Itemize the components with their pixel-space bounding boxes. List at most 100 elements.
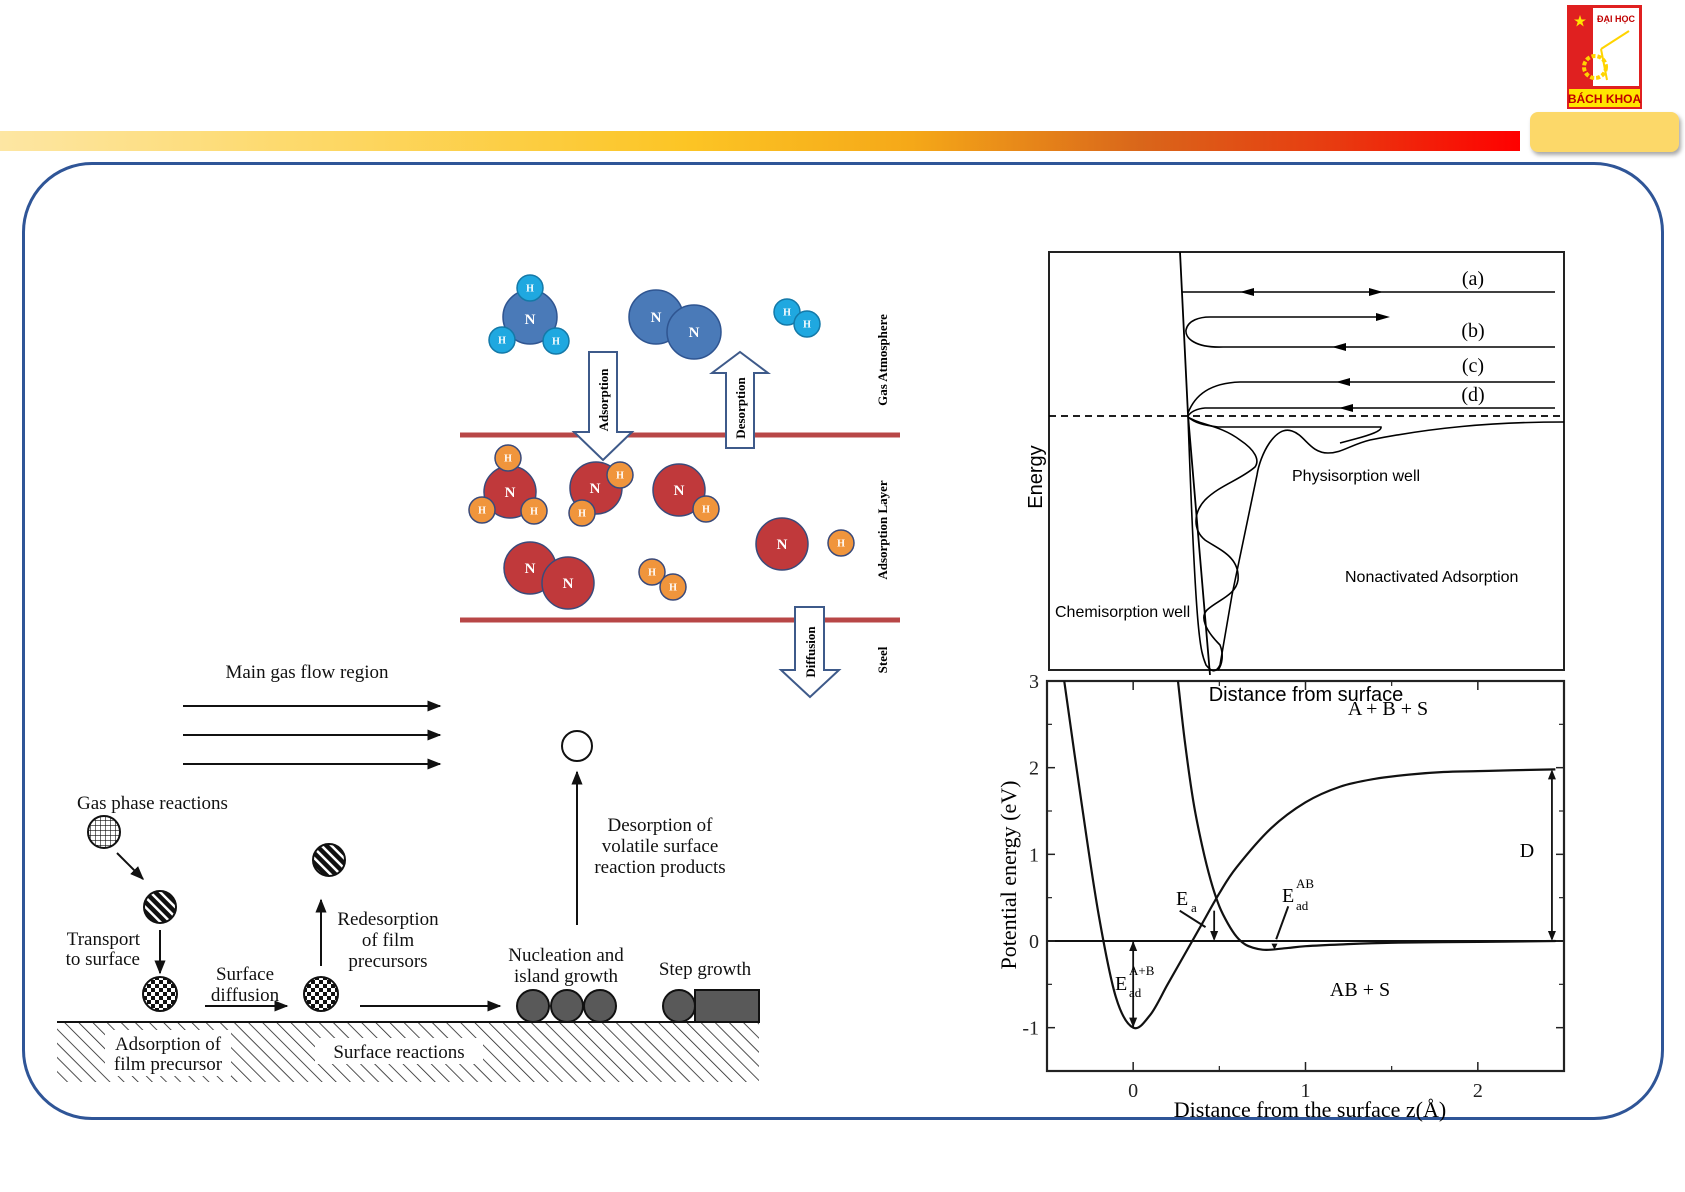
arrow-head (1129, 1017, 1138, 1028)
svg-text:Adsorption: Adsorption (596, 368, 611, 432)
svg-text:ad: ad (1129, 985, 1142, 1000)
nucleation-label-1: Nucleation and (508, 945, 624, 966)
y-axis-label: Potential energy (eV) (996, 781, 1021, 970)
svg-text:H: H (702, 505, 710, 516)
transport-label-2: to surface (66, 949, 140, 970)
adsorbed-nh: N H (652, 463, 720, 523)
trajectory-label-c: (c) (1462, 355, 1484, 377)
svg-text:N: N (590, 481, 601, 497)
svg-text:E: E (1282, 885, 1294, 907)
surface-reactions-label: Surface reactions (333, 1042, 464, 1063)
svg-text:H: H (616, 471, 624, 482)
adsorbed-n: N (755, 517, 809, 571)
svg-text:N: N (525, 561, 536, 577)
layer-label-gas: Gas Atmosphere (875, 314, 890, 406)
svg-text:N: N (689, 325, 700, 341)
ea-pointer (1179, 909, 1207, 928)
trajectory-label-d: (d) (1461, 384, 1484, 406)
diffused-precursor-particle (303, 976, 339, 1012)
nucleation-islands (516, 989, 617, 1023)
surface-diffusion-label-1: Surface (216, 964, 274, 985)
gas-nh3-molecule: N H H H (488, 274, 570, 355)
desorption-label-3: reaction products (594, 857, 725, 878)
svg-text:H: H (803, 320, 811, 331)
arrow-head (1210, 931, 1219, 941)
series-a-b-s-curve (1063, 680, 1556, 1030)
nonactivated-label: Nonactivated Adsorption (1345, 569, 1518, 586)
chemisorption-label: Chemisorption well (1055, 604, 1190, 621)
physisorption-label: Physisorption well (1292, 468, 1420, 485)
svg-text:ad: ad (1296, 898, 1309, 913)
svg-text:AB: AB (1296, 876, 1314, 891)
svg-text:N: N (525, 312, 536, 328)
svg-text:H: H (783, 308, 791, 319)
svg-text:Desorption: Desorption (733, 377, 748, 439)
potential-energy-curve (1187, 416, 1565, 672)
header-gradient-bar (0, 131, 1520, 151)
adsorption-label-2: film precursor (114, 1054, 223, 1075)
x-axis-label: Distance from the surface z(Å) (1174, 1097, 1446, 1122)
svg-text:E: E (1176, 888, 1188, 910)
svg-text:H: H (552, 337, 560, 348)
nitriding-diagram: .gn{fill:#4a7ab8;stroke:#2f5591;stroke-w… (460, 274, 900, 699)
gas-phase-label: Gas phase reactions (77, 793, 228, 814)
product-particle (561, 730, 593, 762)
trajectory-label-b: (b) (1461, 320, 1484, 342)
star-icon (1574, 15, 1586, 27)
redesorbed-particle (312, 843, 346, 877)
svg-text:a: a (1191, 900, 1197, 915)
y-tick-label: -1 (1022, 1018, 1039, 1040)
adsorbed-nh2: N H H (568, 461, 634, 527)
adsorbed-nh3: N H H H (468, 444, 548, 525)
redesorption-label-3: precursors (348, 951, 427, 972)
svg-text:N: N (777, 537, 788, 553)
university-logo-icon: ĐẠI HỌC BÁCH KHOA (1567, 5, 1642, 109)
step-growth-block (662, 989, 760, 1023)
inner-x-label: Distance from surface (1209, 684, 1404, 706)
svg-text:H: H (530, 507, 538, 518)
svg-text:H: H (478, 506, 486, 517)
cvd-process-diagram: .t { font-size:19px; fill:#111; } Main g… (57, 662, 760, 1082)
trajectory-a (1182, 288, 1555, 296)
arrow-head (1129, 941, 1138, 951)
step-growth-label: Step growth (659, 959, 752, 980)
adsorbed-h2: H H (638, 558, 687, 601)
content-frame (22, 162, 1664, 1120)
main-flow-label: Main gas flow region (225, 662, 389, 683)
ead-ab-pointer (1275, 905, 1290, 940)
logo-top-text: ĐẠI HỌC (1597, 14, 1636, 24)
x-tick-label: 1 (1301, 1080, 1311, 1102)
adsorbed-n2: N N (503, 541, 595, 610)
gas-n2-molecule: N N (628, 289, 722, 360)
trajectory-d (1187, 404, 1555, 417)
chart-frame (1048, 251, 1565, 671)
precursor-particle (143, 890, 177, 924)
trajectory-b (1185, 313, 1555, 351)
y-tick-label: 0 (1029, 931, 1039, 953)
reaction-arrow (116, 852, 144, 880)
trajectory-label-a: (a) (1462, 268, 1484, 290)
diffusion-arrow: Diffusion (778, 606, 842, 699)
label-ead-a-b: EA+Bad (1115, 963, 1155, 1000)
svg-text:N: N (674, 483, 685, 499)
redesorption-label-1: Redesorption (337, 909, 439, 930)
x-tick-label: 2 (1473, 1080, 1483, 1102)
header-tab (1530, 112, 1679, 152)
svg-text:H: H (504, 454, 512, 465)
y-tick-label: 3 (1029, 671, 1039, 693)
chemisorption-trajectory (1187, 416, 1258, 671)
gas-reactant-particle (87, 815, 121, 849)
svg-text:H: H (648, 568, 656, 579)
label-ab-s: AB + S (1330, 979, 1390, 1001)
gas-h2-molecule: H H (773, 298, 821, 338)
svg-text:H: H (578, 509, 586, 520)
adsorption-label-1: Adsorption of (115, 1034, 222, 1055)
adsorbed-precursor-particle (142, 976, 178, 1012)
surface-diffusion-label-2: diffusion (211, 985, 280, 1006)
label-a-b-s: A + B + S (1348, 698, 1428, 720)
arrow-head (1547, 931, 1556, 941)
svg-text:N: N (651, 310, 662, 326)
svg-text:Diffusion: Diffusion (803, 626, 818, 678)
y-tick-label: 2 (1029, 758, 1039, 780)
